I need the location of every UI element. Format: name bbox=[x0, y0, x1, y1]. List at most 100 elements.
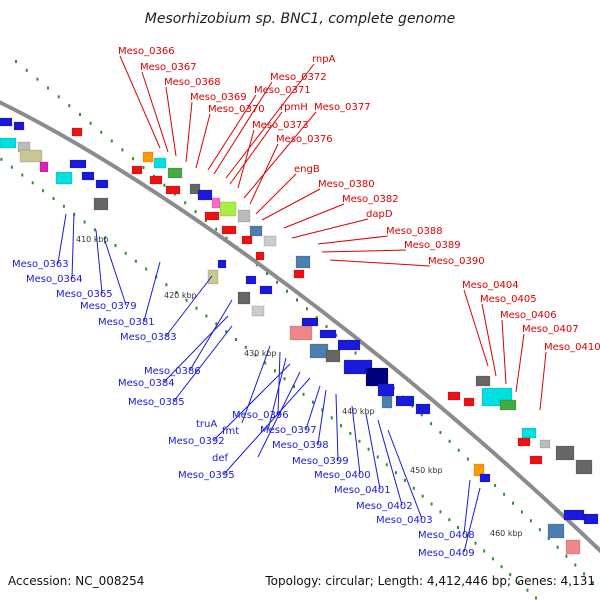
gene-label-forward[interactable]: Meso_0390 bbox=[428, 256, 485, 267]
gene-leader-line bbox=[539, 351, 547, 411]
tick-mark bbox=[79, 113, 81, 116]
tick-mark bbox=[412, 486, 415, 490]
gene-label-reverse[interactable]: Meso_0398 bbox=[272, 440, 329, 451]
gene-feature bbox=[499, 399, 517, 411]
gene-label-forward[interactable]: Meso_0368 bbox=[164, 77, 221, 88]
tick-mark bbox=[121, 148, 124, 152]
gene-label-forward[interactable]: Meso_0380 bbox=[318, 179, 375, 190]
tick-mark bbox=[185, 298, 188, 302]
gene-label-forward[interactable]: Meso_0370 bbox=[208, 104, 265, 115]
gene-label-reverse[interactable]: Meso_0385 bbox=[128, 397, 185, 408]
gene-label-reverse[interactable]: Meso_0386 bbox=[144, 366, 201, 377]
gene-leader-line bbox=[229, 111, 283, 185]
tick-mark bbox=[21, 173, 24, 177]
tick-mark bbox=[394, 471, 397, 475]
gene-label-reverse[interactable]: Meso_0392 bbox=[168, 436, 225, 447]
gene-feature bbox=[575, 459, 593, 475]
gene-label-reverse[interactable]: Meso_0397 bbox=[260, 425, 317, 436]
gene-leader-line bbox=[165, 275, 213, 337]
tick-mark bbox=[175, 291, 178, 294]
gene-label-forward[interactable]: Meso_0388 bbox=[386, 226, 443, 237]
gene-label-forward[interactable]: dapD bbox=[366, 209, 393, 220]
tick-mark bbox=[535, 596, 537, 600]
gene-label-forward[interactable]: engB bbox=[294, 164, 320, 175]
accession-text: Accession: NC_008254 bbox=[8, 574, 144, 588]
gene-feature bbox=[521, 427, 537, 439]
gene-label-reverse[interactable]: Meso_0381 bbox=[98, 317, 155, 328]
gene-label-forward[interactable]: rpmH bbox=[280, 102, 308, 113]
topology-text: Topology: circular; Length: 4,412,446 bp… bbox=[264, 574, 595, 588]
gene-label-reverse[interactable]: Meso_0403 bbox=[376, 515, 433, 526]
gene-feature bbox=[365, 367, 389, 387]
gene-label-reverse[interactable]: Meso_0364 bbox=[26, 274, 83, 285]
tick-mark bbox=[335, 333, 338, 337]
gene-label-reverse[interactable]: Meso_0396 bbox=[232, 410, 289, 421]
gene-feature bbox=[153, 157, 167, 169]
gene-feature bbox=[0, 137, 17, 149]
gene-label-reverse[interactable]: Meso_0408 bbox=[418, 530, 475, 541]
gene-label-forward[interactable]: Meso_0376 bbox=[276, 134, 333, 145]
tick-mark bbox=[439, 510, 442, 514]
gene-label-reverse[interactable]: truA bbox=[196, 419, 217, 430]
gene-label-reverse[interactable]: Meso_0379 bbox=[80, 301, 137, 312]
gene-feature bbox=[479, 473, 491, 483]
gene-feature bbox=[475, 375, 491, 387]
gene-label-reverse[interactable]: fmt bbox=[222, 426, 239, 437]
gene-label-reverse[interactable]: Meso_0399 bbox=[292, 456, 349, 467]
gene-label-forward[interactable]: Meso_0369 bbox=[190, 92, 247, 103]
gene-label-forward[interactable]: Meso_0405 bbox=[480, 294, 537, 305]
tick-mark bbox=[62, 204, 65, 208]
gene-leader-line bbox=[365, 413, 381, 490]
gene-label-forward[interactable]: Meso_0406 bbox=[500, 310, 557, 321]
gene-feature bbox=[13, 121, 25, 131]
gene-feature bbox=[69, 159, 87, 169]
gene-label-reverse[interactable]: Meso_0409 bbox=[418, 548, 475, 559]
gene-label-forward[interactable]: Meso_0389 bbox=[404, 240, 461, 251]
tick-mark bbox=[89, 121, 92, 125]
tick-mark bbox=[538, 528, 541, 532]
tick-mark bbox=[448, 518, 451, 522]
gene-label-reverse[interactable]: Meso_0384 bbox=[118, 378, 175, 389]
gene-feature bbox=[211, 197, 221, 209]
tick-mark bbox=[325, 325, 328, 328]
gene-feature bbox=[263, 235, 277, 247]
gene-label-forward[interactable]: Meso_0366 bbox=[118, 46, 175, 57]
gene-feature bbox=[131, 165, 143, 175]
gene-label-reverse[interactable]: Meso_0363 bbox=[12, 259, 69, 270]
gene-label-reverse[interactable]: Meso_0401 bbox=[334, 485, 391, 496]
gene-label-reverse[interactable]: Meso_0365 bbox=[56, 289, 113, 300]
tick-mark bbox=[385, 463, 388, 467]
gene-leader-line bbox=[277, 351, 281, 415]
gene-label-reverse[interactable]: Meso_0395 bbox=[178, 470, 235, 481]
gene-label-forward[interactable]: Meso_0404 bbox=[462, 280, 519, 291]
gene-leader-line bbox=[237, 129, 255, 189]
tick-mark bbox=[376, 455, 379, 459]
gene-feature bbox=[301, 317, 319, 327]
tick-mark bbox=[457, 526, 460, 529]
gene-label-forward[interactable]: Meso_0377 bbox=[314, 102, 371, 113]
tick-mark bbox=[583, 572, 586, 576]
gene-label-forward[interactable]: Meso_0410 bbox=[544, 342, 600, 353]
gene-feature bbox=[249, 225, 263, 237]
gene-label-forward[interactable]: Meso_0382 bbox=[342, 194, 399, 205]
gene-leader-line bbox=[241, 345, 271, 424]
gene-label-forward[interactable]: Meso_0371 bbox=[254, 85, 311, 96]
gene-label-reverse[interactable]: Meso_0383 bbox=[120, 332, 177, 343]
gene-label-forward[interactable]: rnpA bbox=[312, 54, 336, 65]
tick-mark bbox=[114, 244, 117, 247]
gene-label-reverse[interactable]: Meso_0400 bbox=[314, 470, 371, 481]
gene-label-reverse[interactable]: Meso_0402 bbox=[356, 501, 413, 512]
gene-label-forward[interactable]: Meso_0372 bbox=[270, 72, 327, 83]
gene-leader-line bbox=[463, 289, 489, 367]
tick-mark bbox=[358, 439, 361, 443]
gene-feature bbox=[207, 269, 219, 285]
gene-leader-line bbox=[225, 63, 315, 179]
gene-feature bbox=[95, 179, 109, 189]
gene-leader-line bbox=[283, 203, 345, 229]
gene-feature bbox=[381, 395, 393, 409]
gene-label-forward[interactable]: Meso_0367 bbox=[140, 62, 197, 73]
gene-label-forward[interactable]: Meso_0373 bbox=[252, 120, 309, 131]
gene-label-reverse[interactable]: def bbox=[212, 453, 229, 464]
gene-label-forward[interactable]: Meso_0407 bbox=[522, 324, 579, 335]
tick-mark bbox=[215, 227, 218, 231]
